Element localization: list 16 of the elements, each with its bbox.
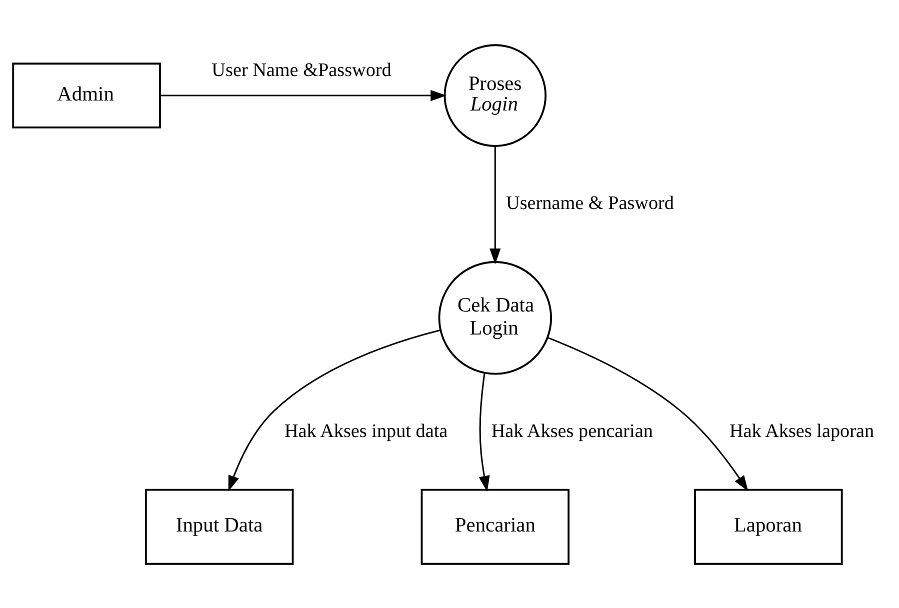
arrow: [228, 328, 441, 491]
arrow: [160, 90, 446, 101]
arrow: [490, 146, 501, 264]
node-box: Admin: [12, 62, 161, 128]
edge-label: Hak Akses pencarian: [491, 420, 653, 442]
node-circle: Cek Data Login: [438, 260, 552, 374]
node-box: Pencarian: [420, 488, 570, 564]
edge-label: Hak Akses input data: [284, 420, 448, 442]
edge-label: User Name &Password: [212, 59, 392, 80]
arrow: [478, 372, 490, 492]
edge-label: Username & Pasword: [506, 192, 674, 214]
node-box: Laporan: [694, 488, 843, 564]
arrow: [547, 336, 748, 491]
edge-label: Hak Akses laporan: [729, 420, 874, 442]
node-box: Input Data: [144, 488, 294, 564]
node-circle: Proses Login: [444, 44, 547, 146]
